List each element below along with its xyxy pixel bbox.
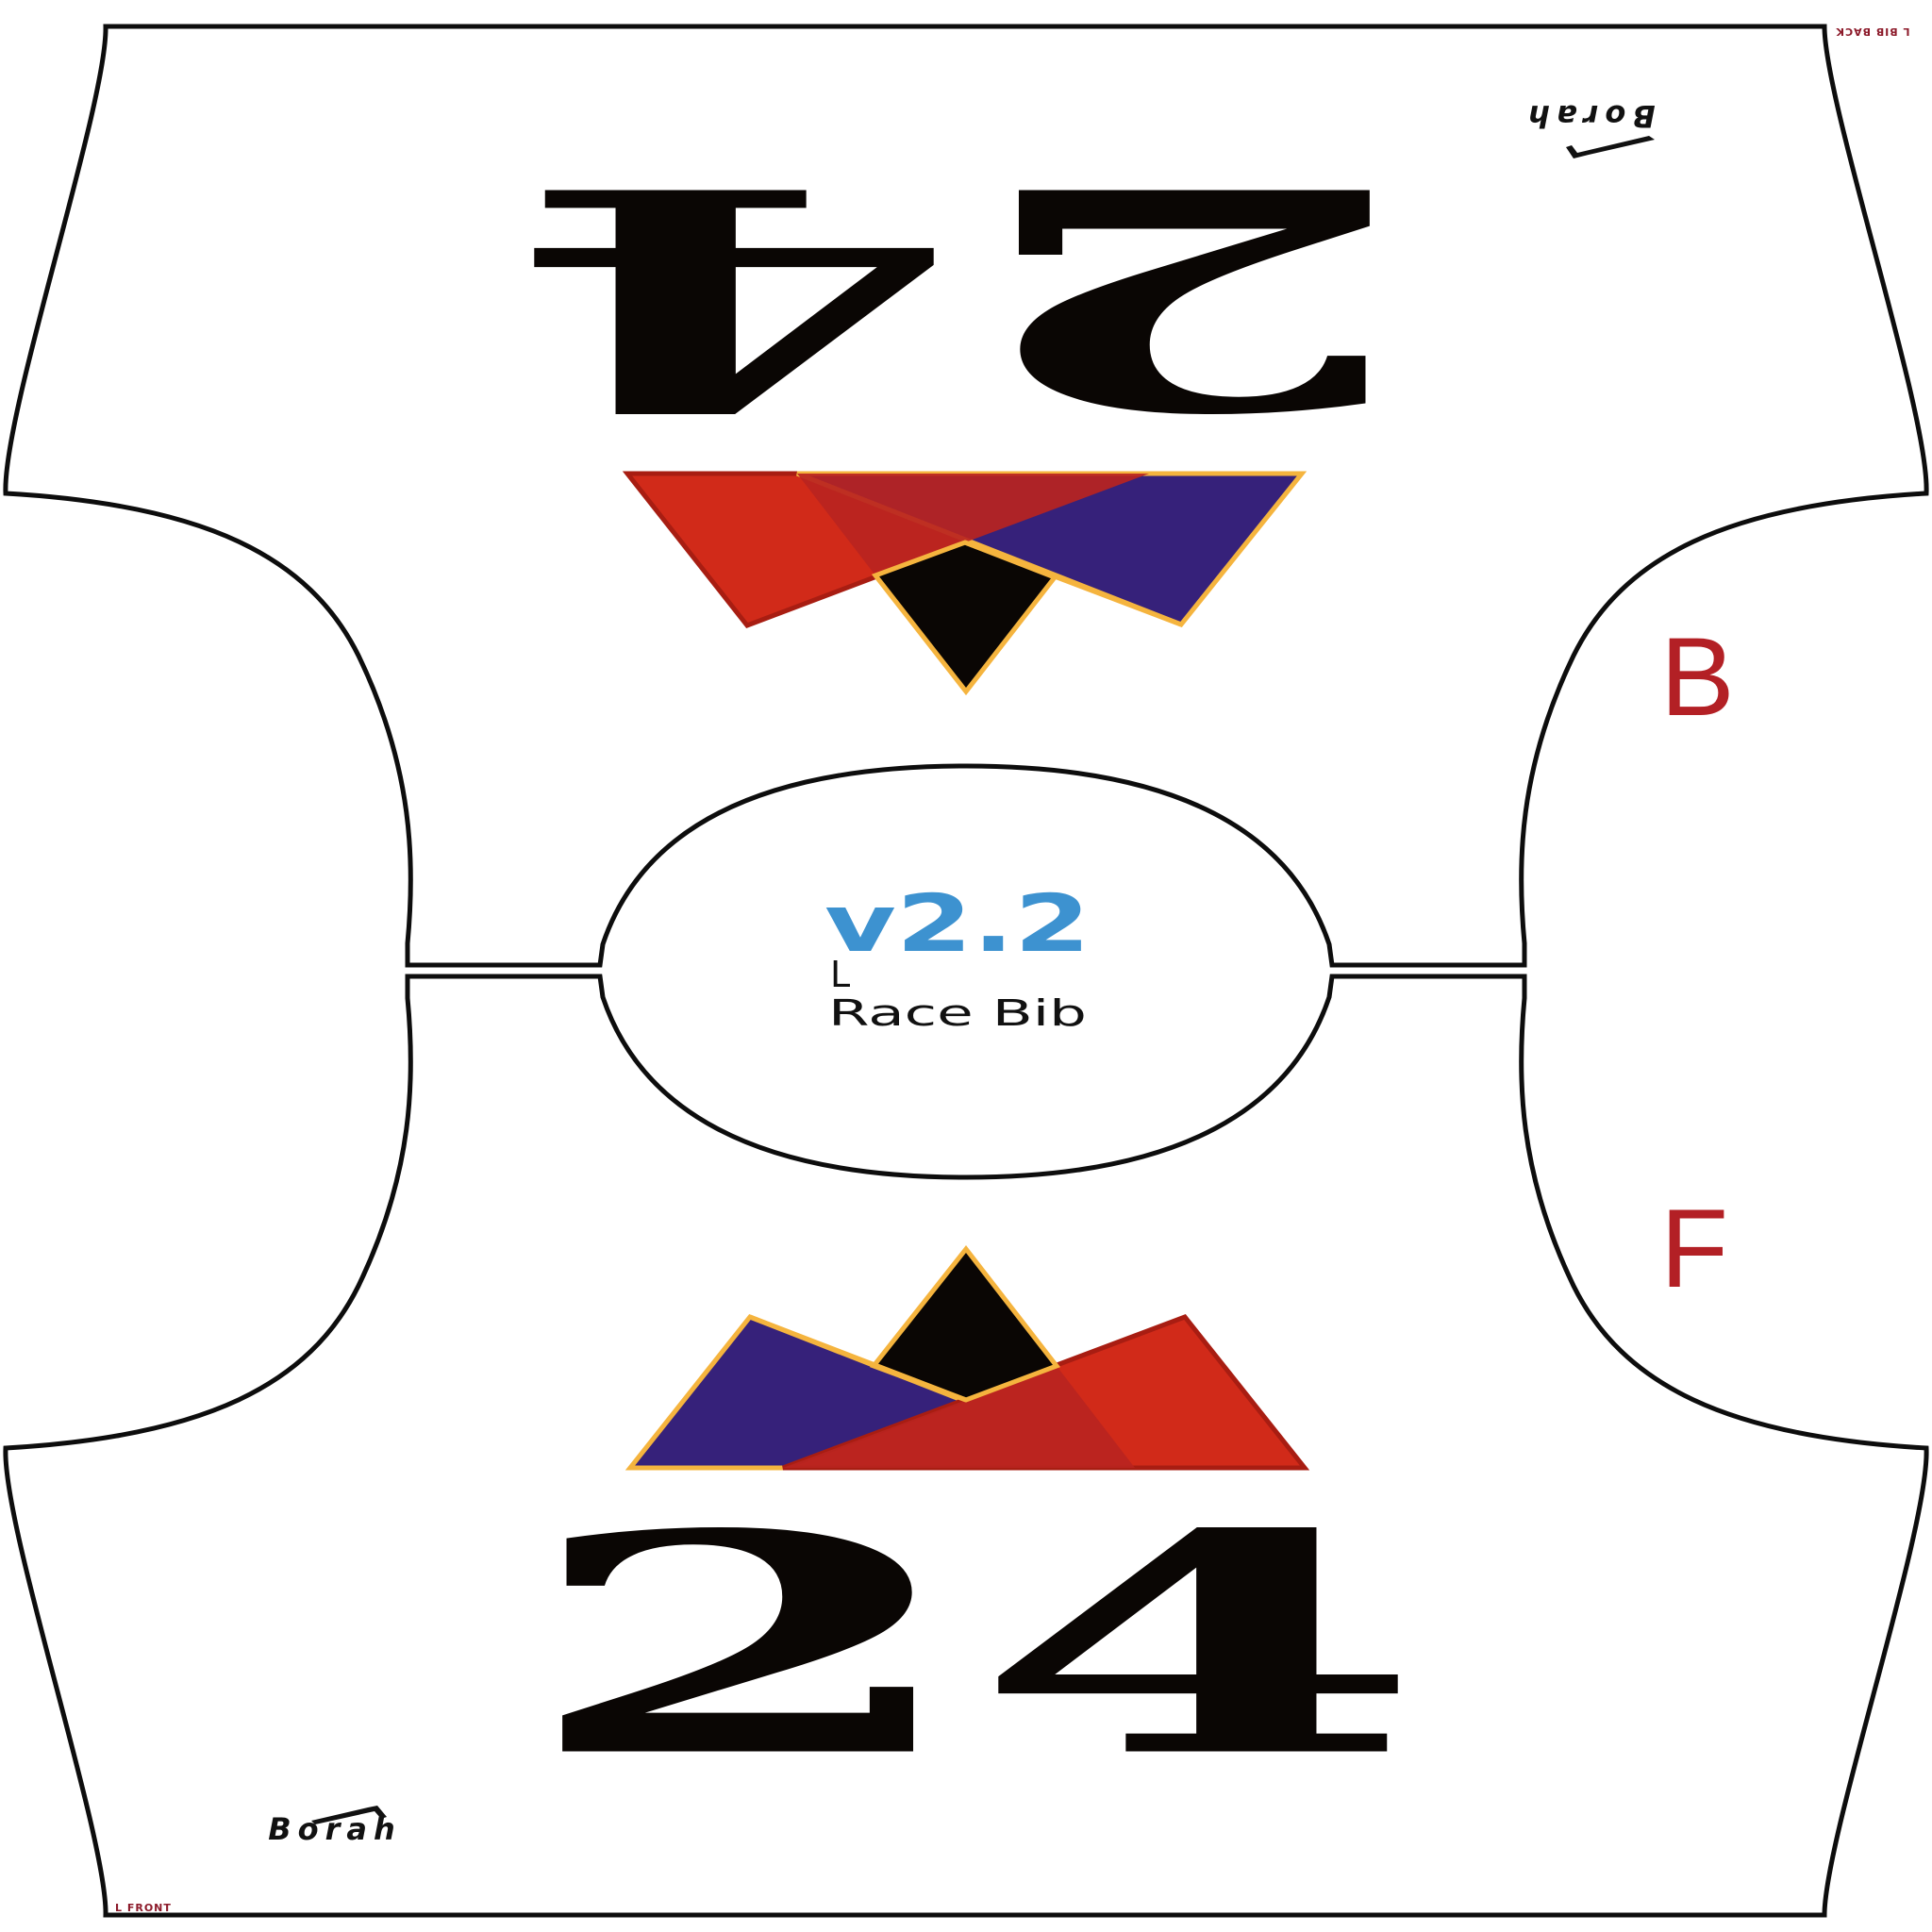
swoosh-icon (311, 1806, 387, 1824)
front-race-number: 24 (519, 1470, 1424, 1824)
back-logo-overlap (797, 474, 1149, 575)
front-side-letter: F (1660, 1187, 1728, 1311)
front-brand-logo: Borah (268, 1806, 395, 1847)
back-race-number: 24 (508, 119, 1413, 473)
back-side-letter: B (1660, 615, 1735, 740)
bib-back-panel-outline (3, 24, 1929, 968)
back-brand-logo: Borah (1522, 98, 1656, 158)
back-number-group: 24 (508, 119, 1413, 473)
bib-title-label: Race Bib (828, 992, 1087, 1034)
front-size-tag: L FRONT (115, 1902, 172, 1914)
back-mountain-triangles-icon (622, 471, 1307, 696)
back-brand-wordmark: Borah (1522, 98, 1656, 134)
front-logo-overlap (783, 1366, 1135, 1468)
back-size-tag: L BIB BACK (1835, 25, 1909, 38)
front-mountain-triangles-icon (625, 1244, 1310, 1471)
svg-text:L BIB BACK: L BIB BACK (1835, 25, 1909, 38)
version-label: v2.2 (824, 877, 1091, 970)
swoosh-icon (1566, 136, 1655, 158)
size-label: L (830, 954, 850, 995)
bib-front-panel-outline (3, 974, 1929, 1918)
